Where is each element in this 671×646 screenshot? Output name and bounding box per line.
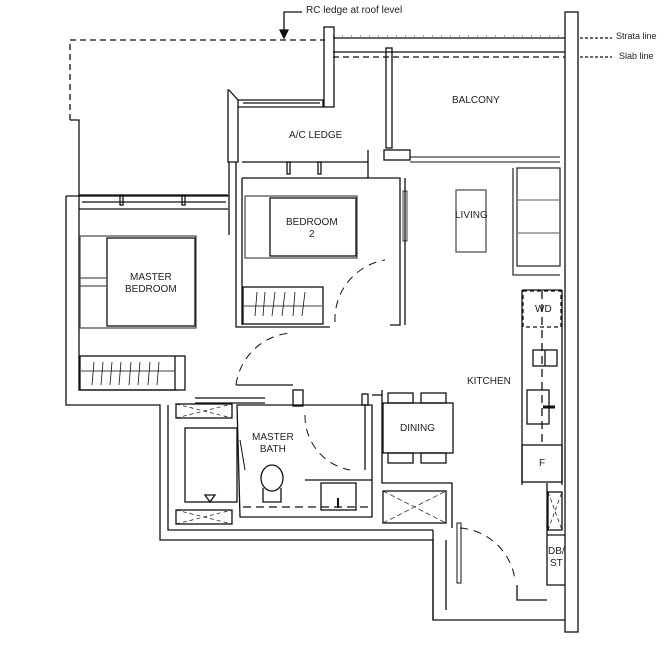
bedroom2-wardrobe (242, 286, 324, 325)
dining-table (382, 392, 454, 464)
bedroom2-bed (244, 195, 358, 259)
room-label-master-bedroom-line1: MASTER (130, 272, 172, 283)
db-st-closet (516, 483, 565, 601)
room-label-master-bath-line2: BATH (259, 444, 286, 455)
bath-vanity (320, 482, 357, 511)
room-label-living: LIVING (455, 210, 488, 221)
room-label-db-st: DB/ ST (548, 546, 565, 570)
room-label-balcony: BALCONY (452, 95, 500, 106)
sofa (512, 167, 561, 276)
strata-line-label: Strata line (616, 31, 657, 41)
room-label-db-st-line2: ST (549, 558, 563, 569)
ac-ledge-wall (227, 89, 239, 163)
room-label-bedroom2-line1: BEDROOM (286, 217, 338, 228)
room-label-db-st-line1: DB/ (548, 546, 565, 557)
room-label-master-bedroom: MASTER BEDROOM (125, 272, 177, 296)
balcony-right-column (564, 11, 579, 633)
fixture-label-fridge: F (539, 458, 546, 469)
shower-area (184, 427, 238, 503)
rc-ledge-label: RC ledge at roof level (306, 5, 403, 16)
room-label-bedroom2-line2: 2 (309, 229, 315, 240)
kitchen-counter (521, 289, 563, 485)
room-label-kitchen: KITCHEN (467, 376, 511, 387)
room-label-bedroom2: BEDROOM 2 (286, 217, 338, 241)
door-swings (235, 259, 516, 581)
rc-ledge-outline (69, 39, 325, 120)
master-bedroom-bed (79, 235, 197, 329)
entrance-door-frame (456, 522, 462, 584)
storage-cabinet (382, 490, 447, 524)
room-label-dining: DINING (400, 423, 435, 434)
bath-cabinets (175, 403, 233, 525)
shower-drain (203, 494, 217, 504)
room-label-master-bedroom-line2: BEDROOM (125, 284, 177, 295)
balcony-mullion (385, 47, 393, 149)
outer-wall (65, 196, 565, 621)
master-bedroom-wardrobe (79, 355, 186, 391)
slab-line-label: Slab line (619, 51, 654, 61)
bedroom2-window (242, 161, 368, 179)
coffee-table (455, 189, 487, 253)
slab-line (333, 51, 612, 58)
fixture-label-washer-dryer: WD (535, 304, 552, 315)
strata-line (333, 35, 612, 39)
rc-ledge-leader (278, 11, 302, 40)
room-label-ac-ledge: A/C LEDGE (289, 130, 343, 141)
master-bath-walls (195, 384, 373, 518)
balcony-left-column (323, 26, 335, 108)
room-label-master-bath-line1: MASTER (252, 432, 294, 443)
master-bedroom-window (79, 194, 228, 210)
toilet (260, 464, 284, 503)
room-label-master-bath: MASTER BATH (252, 432, 294, 456)
